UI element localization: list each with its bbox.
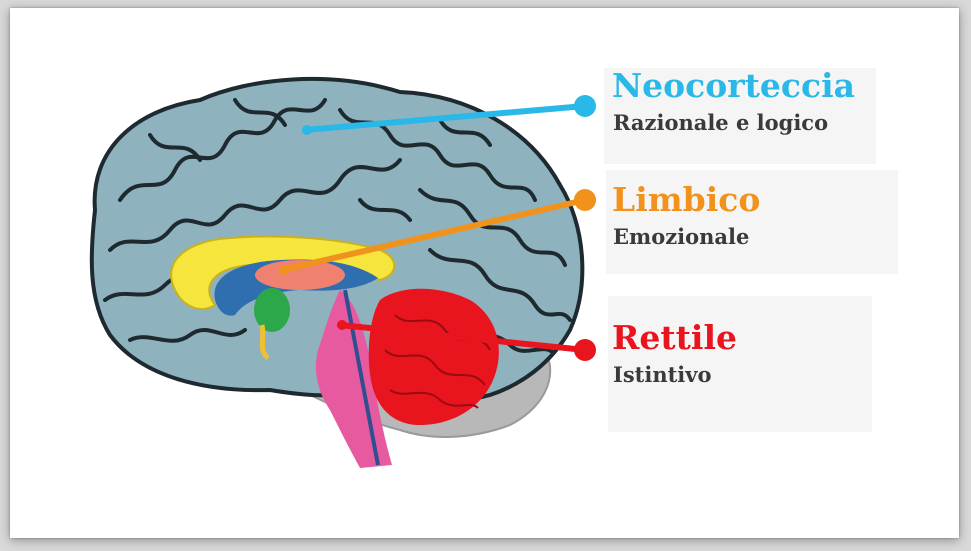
reptilian-title: Rettile <box>612 318 737 357</box>
neocortex-pointer <box>302 95 596 135</box>
limbic-title: Limbico <box>612 180 761 219</box>
brainstem-canal <box>343 289 380 466</box>
neocortex-subtitle: Razionale e logico <box>613 110 829 135</box>
limbic-subtitle: Emozionale <box>613 224 750 249</box>
neocortex-title: Neocorteccia <box>612 66 856 105</box>
reptilian-label-box <box>608 296 872 432</box>
cerebellum-region <box>368 288 499 425</box>
reptilian-subtitle: Istintivo <box>613 362 712 387</box>
limbic-label-box <box>606 170 898 274</box>
neocortex-label-box <box>604 68 876 164</box>
reptilian-pointer <box>337 320 596 361</box>
brainstem-region <box>315 290 392 468</box>
limbic-pointer <box>279 189 596 275</box>
